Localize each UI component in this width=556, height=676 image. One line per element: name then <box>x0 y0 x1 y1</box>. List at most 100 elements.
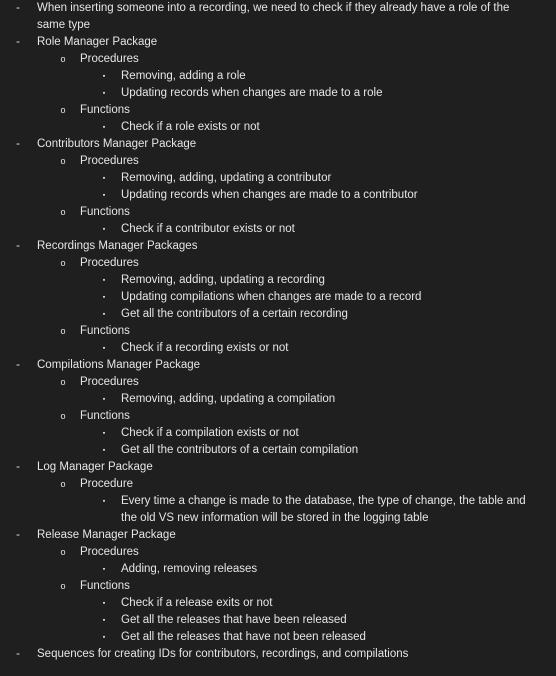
item-text: Procedures <box>80 257 139 269</box>
item-text: Check if a release exits or not <box>121 597 273 609</box>
item-text: Removing, adding, updating a contributor <box>121 172 332 184</box>
circle-bullet-icon: o <box>60 54 66 64</box>
item-continuation: same type <box>0 17 556 34</box>
item-text: Check if a recording exists or not <box>121 342 289 354</box>
sub-sub-item: ▪ Removing, adding, updating a contributo… <box>0 170 556 187</box>
dash-bullet-icon: - <box>16 138 20 150</box>
item-text: Removing, adding, updating a compilation <box>121 393 336 405</box>
sub-item: o Procedures <box>0 255 556 272</box>
square-bullet-icon: ▪ <box>102 192 106 199</box>
circle-bullet-icon: o <box>60 547 66 557</box>
item-text: Updating compilations when changes are m… <box>121 291 422 303</box>
sub-item: o Procedures <box>0 153 556 170</box>
item-text: Sequences for creating IDs for contribut… <box>37 648 409 660</box>
sub-sub-item: ▪Get all the contributors of a certain r… <box>0 306 556 323</box>
square-bullet-icon: ▪ <box>102 90 106 97</box>
square-bullet-icon: ▪ <box>102 617 106 624</box>
item-text: Release Manager Package <box>37 529 176 541</box>
sub-item: o Functions <box>0 102 556 119</box>
sub-sub-item: ▪Removing, adding a role <box>0 68 556 85</box>
item-text: Check if a role exists or not <box>121 121 260 133</box>
item-text: Get all the releases that have been rele… <box>121 614 347 626</box>
item-text: Procedures <box>80 155 139 167</box>
sub-item: o Procedures <box>0 51 556 68</box>
sub-sub-item: ▪Check if a release exits or not <box>0 595 556 612</box>
list-item: - Log Manager Package <box>0 459 556 476</box>
square-bullet-icon: ▪ <box>102 345 106 352</box>
list-item: -When inserting someone into a recording… <box>0 0 556 17</box>
square-bullet-icon: ▪ <box>102 294 106 301</box>
list-item: - Role Manager Package <box>0 34 556 51</box>
circle-bullet-icon: o <box>60 479 66 489</box>
circle-bullet-icon: o <box>60 156 66 166</box>
circle-bullet-icon: o <box>60 258 66 268</box>
sub-sub-item: ▪ Updating compilations when changes are … <box>0 289 556 306</box>
circle-bullet-icon: o <box>60 105 66 115</box>
item-text: Updating records when changes are made t… <box>121 189 418 201</box>
sub-sub-item: ▪ Get all the releases that have not been… <box>0 629 556 646</box>
sub-sub-item: ▪Check if a contributor exists or not <box>0 221 556 238</box>
item-text: When inserting someone into a recording,… <box>37 2 510 14</box>
sub-item: o Functions <box>0 323 556 340</box>
item-text: Procedures <box>80 546 139 558</box>
item-text: Log Manager Package <box>37 461 153 473</box>
list-item: -Release Manager Package <box>0 527 556 544</box>
item-text: Every time a change is made to the datab… <box>121 495 526 507</box>
square-bullet-icon: ▪ <box>102 226 106 233</box>
dash-bullet-icon: - <box>16 36 20 48</box>
square-bullet-icon: ▪ <box>102 634 106 641</box>
sub-sub-item: ▪Removing, adding, updating a recording <box>0 272 556 289</box>
sub-sub-item: ▪ Get all the releases that have been rel… <box>0 612 556 629</box>
square-bullet-icon: ▪ <box>102 430 106 437</box>
item-text: Contributors Manager Package <box>37 138 197 150</box>
sub-sub-item: ▪ Check if a role exists or not <box>0 119 556 136</box>
dash-bullet-icon: - <box>16 461 20 473</box>
circle-bullet-icon: o <box>60 581 66 591</box>
square-bullet-icon: ▪ <box>102 447 106 454</box>
circle-bullet-icon: o <box>60 377 66 387</box>
item-text: Get all the releases that have not been … <box>121 631 366 643</box>
item-text: Compilations Manager Package <box>37 359 201 371</box>
list-item: -Compilations Manager Package <box>0 357 556 374</box>
item-text: Functions <box>80 104 130 116</box>
sub-item: o Functions <box>0 578 556 595</box>
item-text: Role Manager Package <box>37 36 158 48</box>
item-text: Get all the contributors of a certain re… <box>121 308 348 320</box>
circle-bullet-icon: o <box>60 326 66 336</box>
square-bullet-icon: ▪ <box>102 124 106 131</box>
square-bullet-icon: ▪ <box>102 498 106 505</box>
sub-sub-item: ▪ Every time a change is made to the data… <box>0 493 556 510</box>
sub-item: o Procedures <box>0 374 556 391</box>
item-text: Check if a compilation exists or not <box>121 427 299 439</box>
item-text: Functions <box>80 580 130 592</box>
square-bullet-icon: ▪ <box>102 175 106 182</box>
item-text-continued: the old VS new information will be store… <box>121 512 429 524</box>
item-text: Procedures <box>80 376 139 388</box>
item-text: Recordings Manager Packages <box>37 240 198 252</box>
item-text: Get all the contributors of a certain co… <box>121 444 359 456</box>
square-bullet-icon: ▪ <box>102 396 106 403</box>
circle-bullet-icon: o <box>60 207 66 217</box>
dash-bullet-icon: - <box>16 648 20 660</box>
list-item: - Sequences for creating IDs for contribu… <box>0 646 556 663</box>
sub-sub-item: ▪ Removing, adding, updating a compilatio… <box>0 391 556 408</box>
sub-sub-item: ▪ Get all the contributors of a certain c… <box>0 442 556 459</box>
square-bullet-icon: ▪ <box>102 73 106 80</box>
sub-sub-item: ▪ Updating records when changes are made … <box>0 187 556 204</box>
item-text: Procedures <box>80 53 139 65</box>
item-text: Updating records when changes are made t… <box>121 87 383 99</box>
sub-sub-item: ▪Adding, removing releases <box>0 561 556 578</box>
sub-item: o Procedures <box>0 544 556 561</box>
item-text: Removing, adding, updating a recording <box>121 274 325 286</box>
list-item: - Recordings Manager Packages <box>0 238 556 255</box>
dash-bullet-icon: - <box>16 240 20 252</box>
sub-sub-item: ▪ Check if a compilation exists or not <box>0 425 556 442</box>
item-text-continued: same type <box>37 19 91 31</box>
square-bullet-icon: ▪ <box>102 566 106 573</box>
item-text: Functions <box>80 325 130 337</box>
circle-bullet-icon: o <box>60 411 66 421</box>
